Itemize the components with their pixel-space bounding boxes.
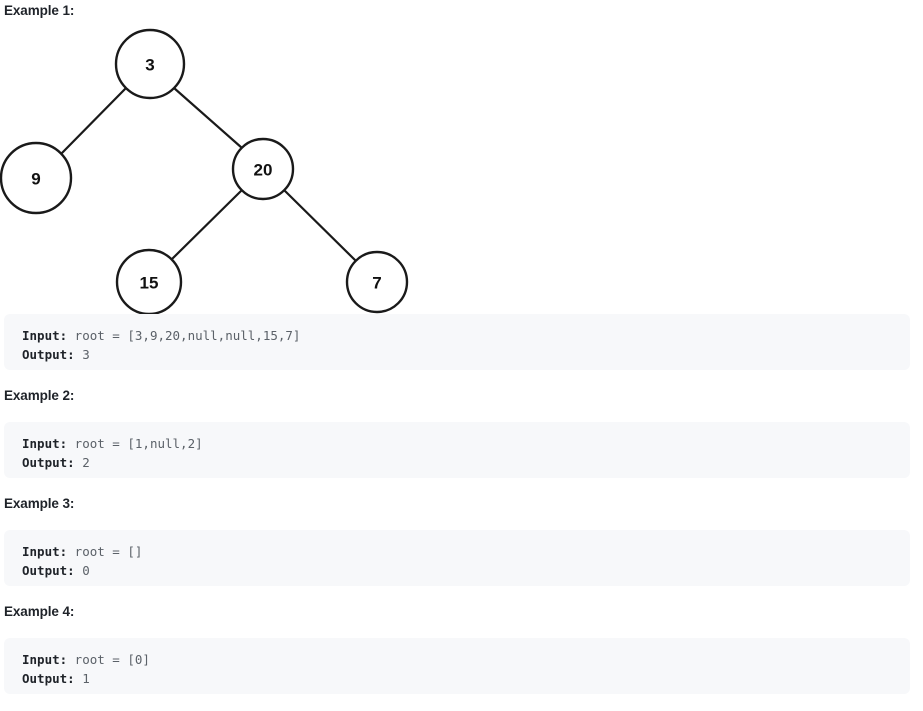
code-line: Output: 1 <box>22 669 910 688</box>
code-line: Input: root = [0] <box>22 650 910 669</box>
code-line-key: Input: <box>22 544 68 559</box>
code-line: Input: root = [3,9,20,null,null,15,7] <box>22 326 910 345</box>
code-line-key: Output: <box>22 347 75 362</box>
tree-node-circle <box>231 137 295 201</box>
tree-edge-root-left <box>59 86 128 156</box>
tree-node-label: 3 <box>145 56 154 75</box>
tree-node-circle <box>115 248 183 314</box>
code-line-value: 3 <box>74 347 90 362</box>
example-heading-3: Example 3: <box>4 496 75 511</box>
code-line-value: 1 <box>74 671 90 686</box>
tree-edge-right-rright <box>282 188 358 263</box>
code-line-key: Input: <box>22 436 68 451</box>
code-line: Output: 3 <box>22 345 910 364</box>
tree-edge-right-rleft <box>169 188 244 262</box>
code-line-value: 2 <box>74 455 90 470</box>
code-line-value: root = [0] <box>67 652 150 667</box>
tree-node-circle <box>114 28 186 100</box>
code-line-key: Output: <box>22 455 75 470</box>
code-line-key: Input: <box>22 652 68 667</box>
code-line-key: Output: <box>22 563 75 578</box>
example-heading-4: Example 4: <box>4 604 75 619</box>
tree-edge-root-right <box>172 86 244 150</box>
code-line: Output: 2 <box>22 453 910 472</box>
code-line: Input: root = [1,null,2] <box>22 434 910 453</box>
tree-node-circle <box>345 250 409 314</box>
tree-node-label: 20 <box>254 161 273 180</box>
tree-node-circle <box>0 141 73 215</box>
code-line-key: Input: <box>22 328 68 343</box>
tree-node-20: 20 <box>231 137 295 201</box>
code-line-value: 0 <box>74 563 90 578</box>
tree-node-7: 7 <box>345 250 409 314</box>
code-line-value: root = [] <box>67 544 143 559</box>
tree-node-9: 9 <box>0 141 73 215</box>
code-line-value: root = [1,null,2] <box>67 436 203 451</box>
example-code-block-1: Input: root = [3,9,20,null,null,15,7]Out… <box>4 314 910 370</box>
example-code-block-3: Input: root = []Output: 0 <box>4 530 910 586</box>
example-heading-1: Example 1: <box>4 3 75 18</box>
example-heading-2: Example 2: <box>4 388 75 403</box>
tree-node-label: 7 <box>372 274 381 293</box>
tree-node-label: 9 <box>31 170 40 189</box>
code-line-value: root = [3,9,20,null,null,15,7] <box>67 328 301 343</box>
tree-node-3: 3 <box>114 28 186 100</box>
tree-node-15: 15 <box>115 248 183 314</box>
code-line: Input: root = [] <box>22 542 910 561</box>
example-code-block-4: Input: root = [0]Output: 1 <box>4 638 910 694</box>
example-code-block-2: Input: root = [1,null,2]Output: 2 <box>4 422 910 478</box>
code-line-key: Output: <box>22 671 75 686</box>
code-line: Output: 0 <box>22 561 910 580</box>
tree-node-label: 15 <box>140 274 159 293</box>
binary-tree-diagram: 3 9 20 15 7 <box>0 22 460 314</box>
